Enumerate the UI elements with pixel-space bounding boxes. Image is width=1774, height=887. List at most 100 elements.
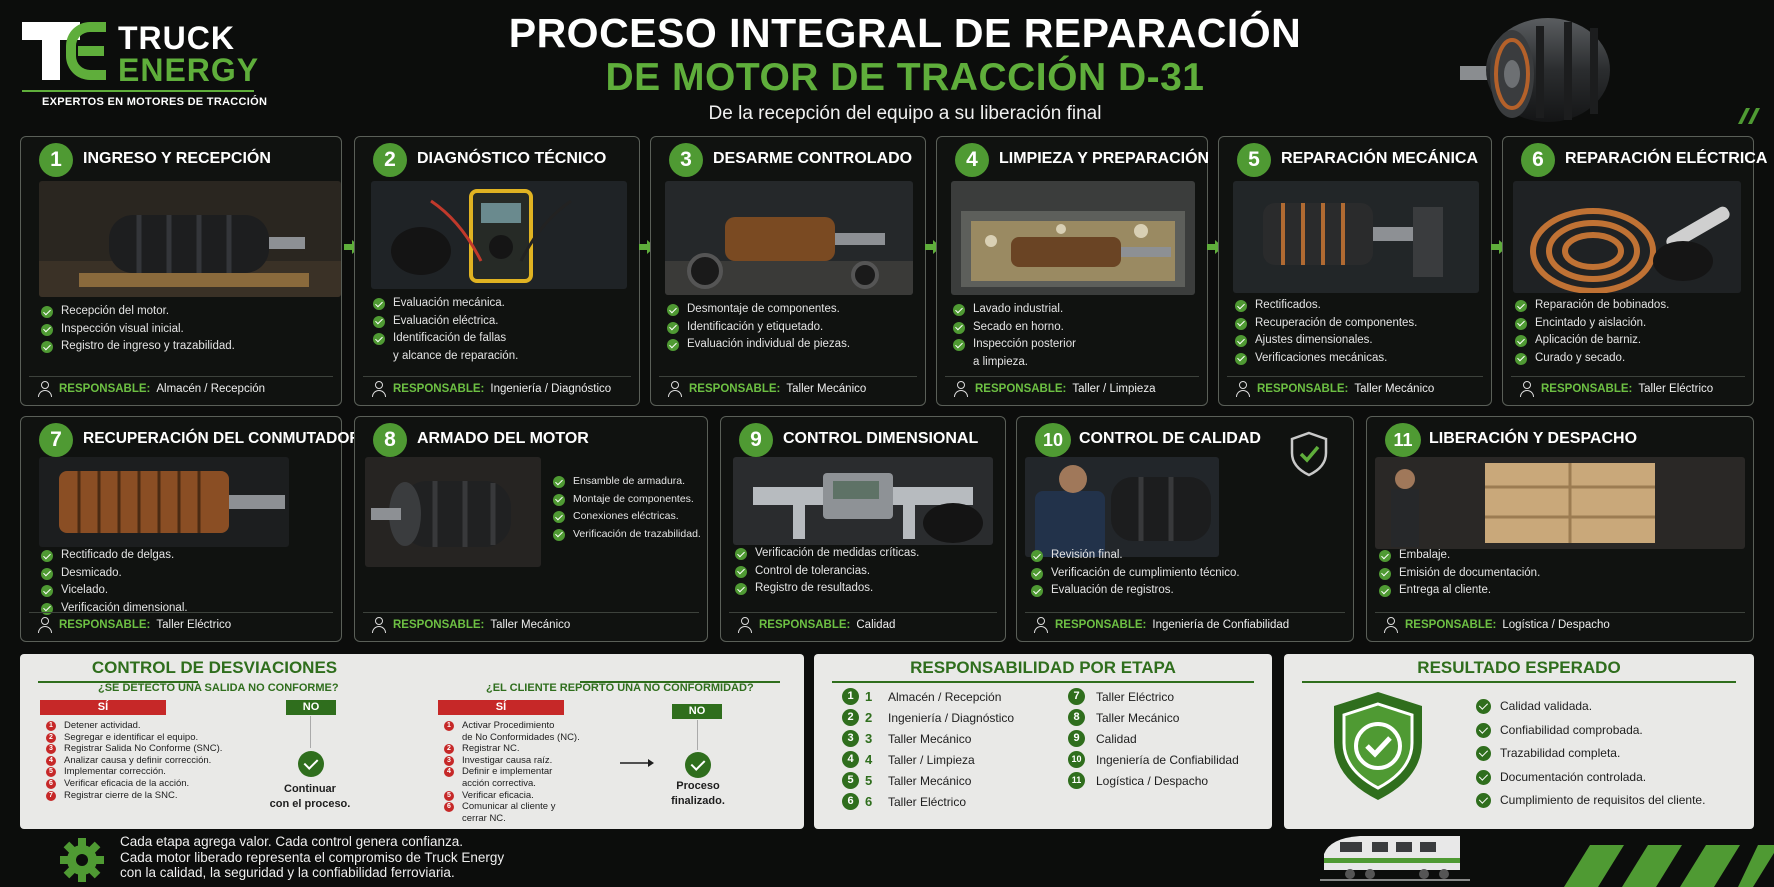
step-item: Secado en horno.	[951, 319, 1076, 337]
traction-motor-illustration	[1460, 18, 1610, 122]
step-title: CONTROL DIMENSIONAL	[783, 430, 979, 447]
result-item: Calidad validada.	[1476, 698, 1705, 722]
step-item: Evaluación de registros.	[1029, 582, 1240, 600]
step-item: Encintado y aislación.	[1513, 315, 1669, 333]
logo-divider	[22, 90, 254, 92]
step-number-badge: 11	[1385, 423, 1421, 457]
step-item: Recuperación de componentes.	[1233, 315, 1417, 333]
brand-word-energy: ENERGY	[118, 52, 260, 88]
page-title-line1: PROCESO INTEGRAL DE REPARACIÓN	[508, 10, 1302, 56]
yes-tag: SÍ	[40, 700, 166, 715]
step-item: Verificación de trazabilidad.	[551, 526, 701, 544]
step-item: Reparación de bobinados.	[1513, 297, 1669, 315]
step-card-2: 2 DIAGNÓSTICO TÉCNICO Evaluación mecánic…	[354, 136, 640, 406]
step-responsible: RESPONSABLE:Taller Eléctrico	[1511, 376, 1745, 400]
person-icon	[953, 380, 969, 397]
shield-check-icon	[1334, 692, 1422, 800]
step-item: Identificación de fallas y alcance de re…	[371, 330, 518, 365]
step-item: Desmontaje de componentes.	[665, 301, 850, 319]
step-responsible: RESPONSABLE:Taller Eléctrico	[29, 612, 333, 636]
step-item: Inspección posterior a limpieza.	[951, 336, 1076, 371]
page-title-line2: DE MOTOR DE TRACCIÓN D-31	[605, 56, 1205, 99]
step-number-badge: 10	[1035, 423, 1071, 457]
step-item: Control de tolerancias.	[733, 563, 919, 581]
step-card-5: 5 REPARACIÓN MECÁNICA Rectificados. Recu…	[1218, 136, 1492, 406]
step-number-badge: 2	[373, 143, 407, 177]
person-icon	[1033, 616, 1049, 633]
step-item: Verificación de medidas críticas.	[733, 545, 919, 563]
cleaning-tank-photo	[951, 181, 1195, 295]
step-item: Verificaciones mecánicas.	[1233, 350, 1417, 368]
caliper-measurement-photo	[733, 457, 993, 545]
no-tag: NO	[286, 700, 336, 715]
step-number-badge: 4	[955, 143, 989, 177]
step-item: Desmicado.	[39, 565, 188, 583]
step-item: Rectificado de delgas.	[39, 547, 188, 565]
person-icon	[1383, 616, 1399, 633]
step-responsible: RESPONSABLE:Almacén / Recepción	[29, 376, 333, 400]
step-item: Ensamble de armadura.	[551, 473, 701, 491]
result-item: Documentación controlada.	[1476, 769, 1705, 793]
step-title: DIAGNÓSTICO TÉCNICO	[417, 150, 607, 167]
person-icon	[371, 616, 387, 633]
decorative-slashes-icon	[1738, 108, 1760, 124]
motor-assembly-photo	[365, 457, 541, 567]
step-item: Vicelado.	[39, 582, 188, 600]
result-item: Trazabilidad completa.	[1476, 745, 1705, 769]
step-responsible: RESPONSABLE:Taller Mecánico	[1227, 376, 1483, 400]
person-icon	[1235, 380, 1251, 397]
step-card-1: 1 INGRESO Y RECEPCIÓN Recepción del moto…	[20, 136, 342, 406]
footer-message: Cada etapa agrega valor. Cada control ge…	[120, 834, 505, 880]
person-icon	[37, 380, 53, 397]
mechanical-repair-photo	[1233, 181, 1479, 293]
step-item: Evaluación individual de piezas.	[665, 336, 850, 354]
step-title: LIMPIEZA Y PREPARACIÓN	[999, 150, 1210, 167]
step-card-9: 9 CONTROL DIMENSIONAL Verificación de me…	[720, 416, 1006, 642]
step-item: Inspección visual inicial.	[39, 321, 235, 339]
step-card-11: 11 LIBERACIÓN Y DESPACHO Embalaje. Emisi…	[1366, 416, 1754, 642]
shield-check-icon	[1290, 431, 1328, 477]
step-item: Evaluación eléctrica.	[371, 313, 518, 331]
step-title: RECUPERACIÓN DEL CONMUTADOR	[83, 430, 361, 447]
commutator-photo	[39, 457, 289, 547]
step-item: Ajustes dimensionales.	[1233, 332, 1417, 350]
gear-icon	[60, 838, 104, 882]
step-item: Aplicación de barniz.	[1513, 332, 1669, 350]
person-icon	[371, 380, 387, 397]
panel-title: CONTROL DE DESVIACIONES	[91, 658, 338, 677]
diagnostic-multimeter-photo	[371, 181, 627, 289]
step-number-badge: 3	[669, 143, 703, 177]
step-item: Embalaje.	[1377, 547, 1540, 565]
step-title: DESARME CONTROLADO	[713, 150, 913, 167]
result-item: Cumplimiento de requisitos del cliente.	[1476, 792, 1705, 816]
step-number-badge: 9	[739, 423, 773, 457]
step-item: Verificación de cumplimiento técnico.	[1029, 565, 1240, 583]
step-card-8: 8 ARMADO DEL MOTOR Ensamble de armadura.…	[354, 416, 708, 642]
step-responsible: RESPONSABLE:Logística / Despacho	[1375, 612, 1745, 636]
step-item: Entrega al cliente.	[1377, 582, 1540, 600]
step-responsible: RESPONSABLE:Ingeniería / Diagnóstico	[363, 376, 631, 400]
step-card-4: 4 LIMPIEZA Y PREPARACIÓN Lavado industri…	[936, 136, 1210, 406]
quality-inspection-photo	[1025, 457, 1219, 557]
step-title: LIBERACIÓN Y DESPACHO	[1429, 430, 1638, 447]
decorative-stripes-icon	[1564, 845, 1774, 887]
